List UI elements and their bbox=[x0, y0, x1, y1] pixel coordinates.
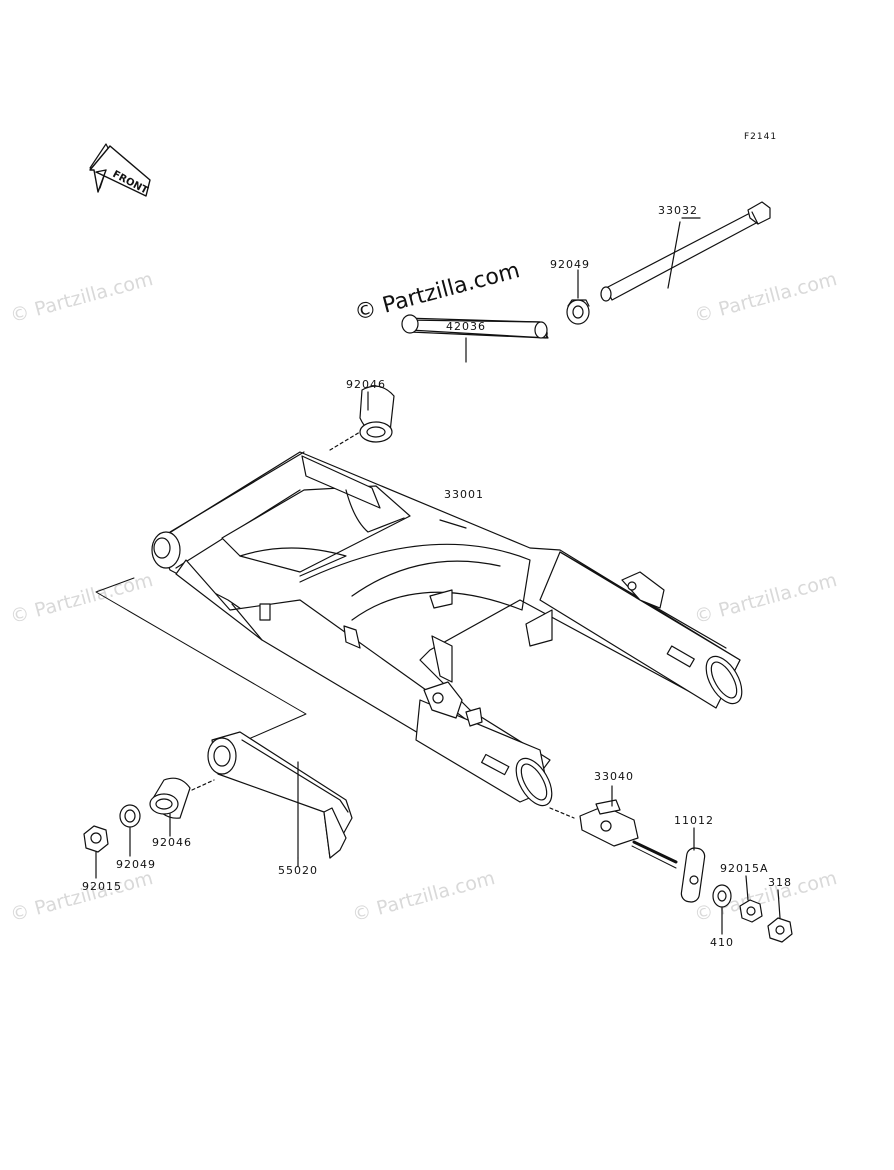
nut-92015a bbox=[739, 875, 763, 923]
part-label-92015[interactable]: 92015 bbox=[82, 880, 122, 893]
part-label-55020[interactable]: 55020 bbox=[278, 864, 318, 877]
pivot-shaft bbox=[600, 201, 771, 302]
part-label-33040[interactable]: 33040 bbox=[594, 770, 634, 783]
part-label-410[interactable]: 410 bbox=[710, 936, 734, 949]
sleeve bbox=[401, 314, 549, 339]
nut-bottom-left bbox=[83, 825, 109, 853]
part-label-92046-top[interactable]: 92046 bbox=[346, 378, 386, 391]
chain-adjuster bbox=[549, 785, 678, 869]
part-label-92046-bottom[interactable]: 92046 bbox=[152, 836, 192, 849]
nut-318 bbox=[767, 889, 793, 943]
figure-code: F2141 bbox=[744, 132, 778, 142]
adjuster-plate bbox=[680, 827, 706, 903]
chain-guide bbox=[207, 731, 353, 859]
washer-410 bbox=[712, 884, 732, 935]
part-label-11012[interactable]: 11012 bbox=[674, 814, 714, 827]
part-label-33032[interactable]: 33032 bbox=[658, 204, 698, 217]
bearing-bottom bbox=[149, 777, 215, 819]
part-label-92049-bottom[interactable]: 92049 bbox=[116, 858, 156, 871]
front-arrow-icon: FRONT bbox=[89, 143, 151, 197]
washer-bottom bbox=[119, 804, 141, 828]
swingarm bbox=[151, 451, 743, 807]
bearing-top bbox=[359, 385, 395, 443]
part-label-318[interactable]: 318 bbox=[768, 876, 792, 889]
part-label-92015a[interactable]: 92015A bbox=[720, 862, 769, 875]
collar-top bbox=[566, 299, 590, 325]
part-label-42036[interactable]: 42036 bbox=[446, 320, 486, 333]
part-label-92049-top[interactable]: 92049 bbox=[550, 258, 590, 271]
part-label-33001[interactable]: 33001 bbox=[444, 488, 484, 501]
